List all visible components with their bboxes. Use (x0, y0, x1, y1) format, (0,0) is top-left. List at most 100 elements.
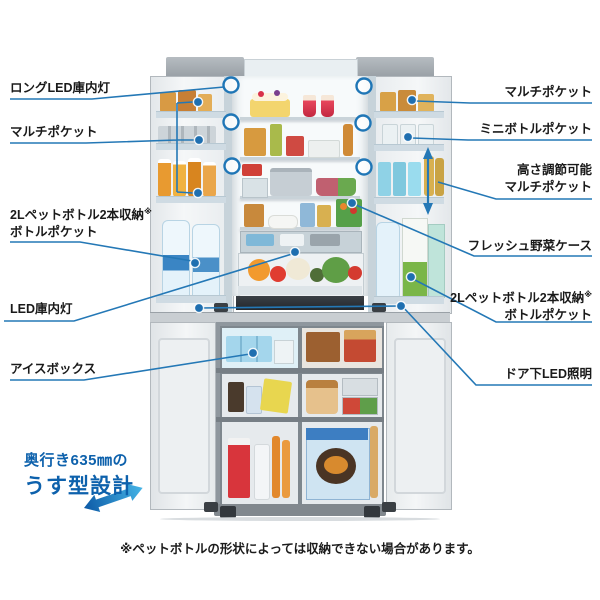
frozen-pack (306, 332, 340, 362)
door-pocket-shelf (156, 143, 226, 150)
carrot-stick (282, 440, 290, 498)
parfait (321, 95, 334, 117)
cake-fruit (258, 91, 264, 97)
callout-label-fresh-vegetable-case: フレッシュ野菜ケース (467, 239, 592, 253)
chilled-item (310, 234, 340, 246)
drawer-rail (216, 417, 384, 422)
cake (250, 99, 290, 117)
fridge-right-door-top-edge (356, 57, 434, 79)
tumbler (378, 162, 391, 196)
door-pocket-shelf (156, 196, 226, 203)
height-adjust-arrow-icon (423, 147, 433, 215)
leader-2l-bottle-left (10, 241, 193, 262)
door-pocket-shelf (374, 197, 444, 204)
feature-depth-line1: 奥行き635㎜の (24, 452, 129, 469)
ice-scoop-box (274, 340, 294, 364)
leader-multi-pocket-right (415, 100, 592, 104)
callout-dot-icon (406, 94, 418, 106)
fridge-left-door-top-edge (166, 57, 244, 79)
cauliflower (286, 258, 310, 280)
feature-depth-badge: 奥行き635㎜の うす型設計 (24, 449, 134, 500)
feature-depth-line2: うす型設計 (24, 475, 134, 498)
frozen-bag-food (324, 456, 348, 474)
bell-pepper (248, 259, 270, 281)
callout-label-2l-bottle-right: 2Lペットボトル2本収納※ボトルポケット (450, 290, 592, 323)
callout-label-multi-pocket-left: マルチポケット (10, 125, 98, 139)
cake-fruit (274, 90, 280, 96)
callout-dot-icon (395, 300, 407, 312)
door-hinge (372, 303, 386, 312)
callout-label-ice-box: アイスボックス (10, 362, 97, 376)
parfait (303, 95, 316, 117)
led-highlight-circle-icon (223, 157, 241, 175)
juice-bottle (158, 159, 171, 197)
leader-led-light (4, 253, 293, 322)
freezer-right-door-panel (394, 338, 446, 494)
footnote-marker: ※ (584, 290, 592, 299)
shelf (240, 196, 360, 199)
jar (380, 92, 396, 112)
callout-dot-icon (289, 246, 301, 258)
dark-jar (228, 382, 244, 412)
leader-multi-pocket-left (10, 101, 195, 194)
stock-pot (270, 168, 312, 196)
drink-pack (317, 205, 331, 227)
base-bar (214, 504, 386, 516)
vegetable-dot (350, 207, 357, 214)
door-pocket-shelf (374, 296, 444, 304)
shelf (240, 157, 360, 160)
cake-cream-top (252, 93, 288, 101)
leader-mini-bottle-pocket (411, 137, 592, 141)
red-container (286, 136, 304, 156)
jar (160, 92, 176, 112)
leader-ice-box (10, 353, 251, 381)
door-pocket-shelf (156, 295, 226, 303)
tomato (270, 266, 286, 282)
white-bottle (254, 444, 270, 500)
water-bottle (376, 222, 400, 298)
leader-fresh-vegetable-case (355, 204, 592, 257)
footnote-text: ※ペットボトルの形状によっては収納できない場合があります。 (120, 542, 480, 556)
roast-platter (316, 178, 356, 196)
jam-jar (244, 128, 266, 156)
food-container (342, 378, 378, 396)
callout-dot-icon (247, 347, 259, 359)
leader-2l-bottle-right (414, 279, 592, 323)
foot (220, 506, 236, 518)
led-highlight-circles (222, 76, 373, 176)
vegetable-case-front (238, 286, 362, 295)
jar (418, 94, 434, 112)
left-door-edge-strip (224, 76, 232, 312)
bottle (435, 158, 444, 196)
ice-tray (226, 336, 272, 362)
leader-height-adjust (437, 181, 592, 200)
sauce-bottle (343, 124, 353, 156)
pickle-jar (270, 124, 282, 156)
jar (178, 90, 196, 112)
frozen-bag-header (306, 428, 368, 440)
door-hinge (204, 502, 218, 512)
floor-shadow (160, 517, 440, 521)
tomato (348, 266, 362, 280)
door-pocket-shelf (374, 111, 444, 118)
door-pocket-shelf (374, 144, 444, 151)
unit-divider (150, 312, 450, 323)
chilled-item (246, 234, 274, 246)
door-hinge (382, 502, 396, 512)
shelf (240, 227, 360, 230)
carrot-stick (272, 436, 280, 498)
food-container (342, 397, 378, 415)
foot (364, 506, 380, 518)
callout-dot-icon (402, 131, 414, 143)
callout-dots (189, 94, 418, 359)
vegetable-dot (340, 203, 347, 210)
callout-dot-icon (346, 197, 358, 209)
red-carton (228, 438, 250, 498)
callout-label-under-door-led: ドア下LED照明 (504, 367, 592, 381)
juice-bottle (188, 158, 201, 197)
led-highlight-circle-icon (355, 77, 373, 95)
bread-loaf (306, 380, 338, 414)
callout-label-2l-bottle-left: 2Lペットボトル2本収納※ボトルポケット (10, 207, 152, 240)
